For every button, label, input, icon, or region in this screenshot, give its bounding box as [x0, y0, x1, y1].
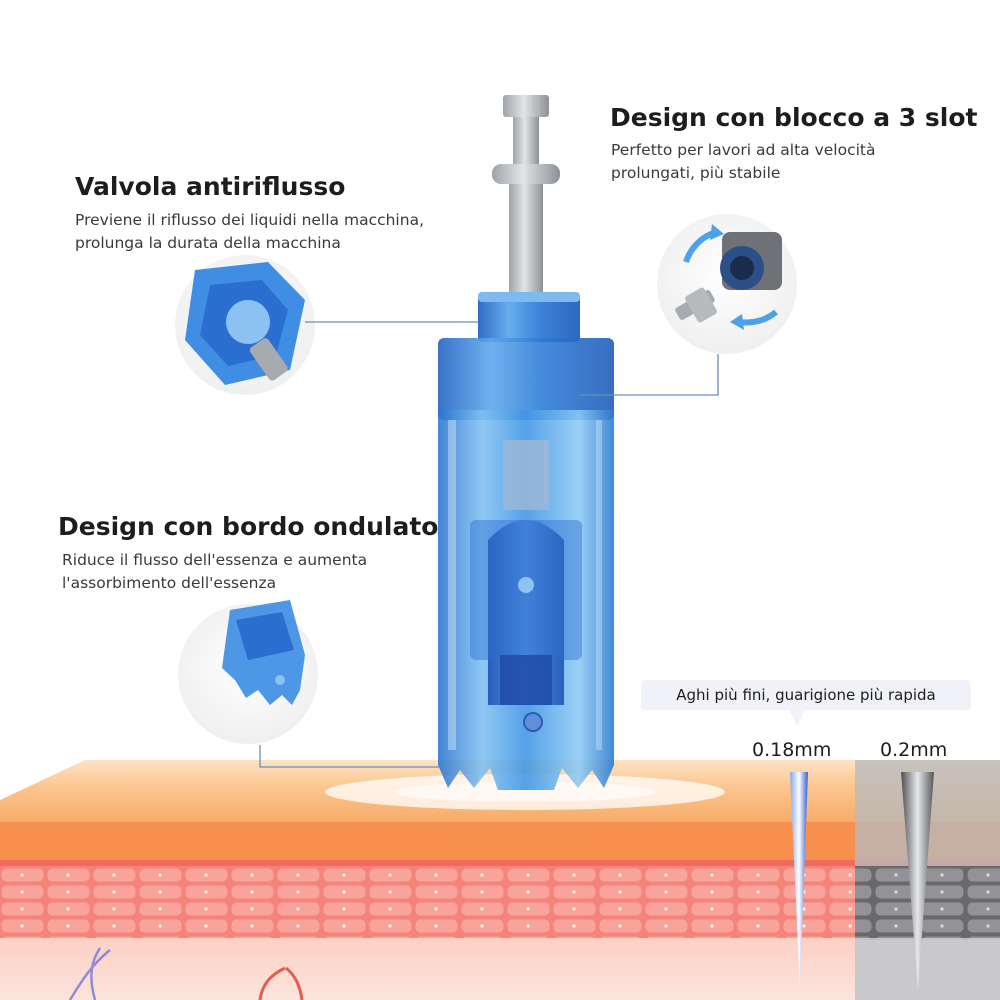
fine-needle-size-label: 0.18mm	[752, 739, 832, 761]
lock-feature-description: Perfetto per lavori ad alta velocità pro…	[611, 139, 875, 185]
fine-needle-icon	[790, 772, 808, 990]
needle-caption-bubble: Aghi più fini, guarigione più rapida	[641, 680, 971, 710]
valve-description-line-2: prolunga la durata della macchina	[75, 234, 341, 252]
valve-description-line-1: Previene il riflusso dei liquidi nella m…	[75, 211, 424, 229]
wavy-edge-feature-description: Riduce il flusso dell'essenza e aumenta …	[62, 549, 367, 595]
standard-needle-icon	[901, 772, 934, 990]
standard-needle-skin-strip	[855, 760, 1000, 1000]
wavy-edge-description-line-2: l'assorbimento dell'essenza	[62, 574, 277, 592]
valve-feature-description: Previene il riflusso dei liquidi nella m…	[75, 209, 424, 255]
lock-description-line-2: prolungati, più stabile	[611, 164, 781, 182]
wavy-edge-closeup-icon	[178, 600, 440, 768]
standard-needle-size-label: 0.2mm	[880, 739, 948, 761]
skin-cross-section	[0, 760, 1000, 1000]
wavy-edge-description-line-1: Riduce il flusso dell'essenza e aumenta	[62, 551, 368, 569]
caption-bubble-tail	[789, 710, 805, 726]
lock-feature-title: Design con blocco a 3 slot	[610, 103, 978, 132]
wavy-edge-feature-title: Design con bordo ondulato	[58, 512, 439, 541]
lock-description-line-1: Perfetto per lavori ad alta velocità	[611, 141, 876, 159]
valve-feature-title: Valvola antiriflusso	[75, 172, 346, 201]
needle-cartridge	[438, 95, 614, 790]
valve-closeup-icon	[175, 255, 478, 395]
rotating-lock-icon	[580, 214, 797, 396]
